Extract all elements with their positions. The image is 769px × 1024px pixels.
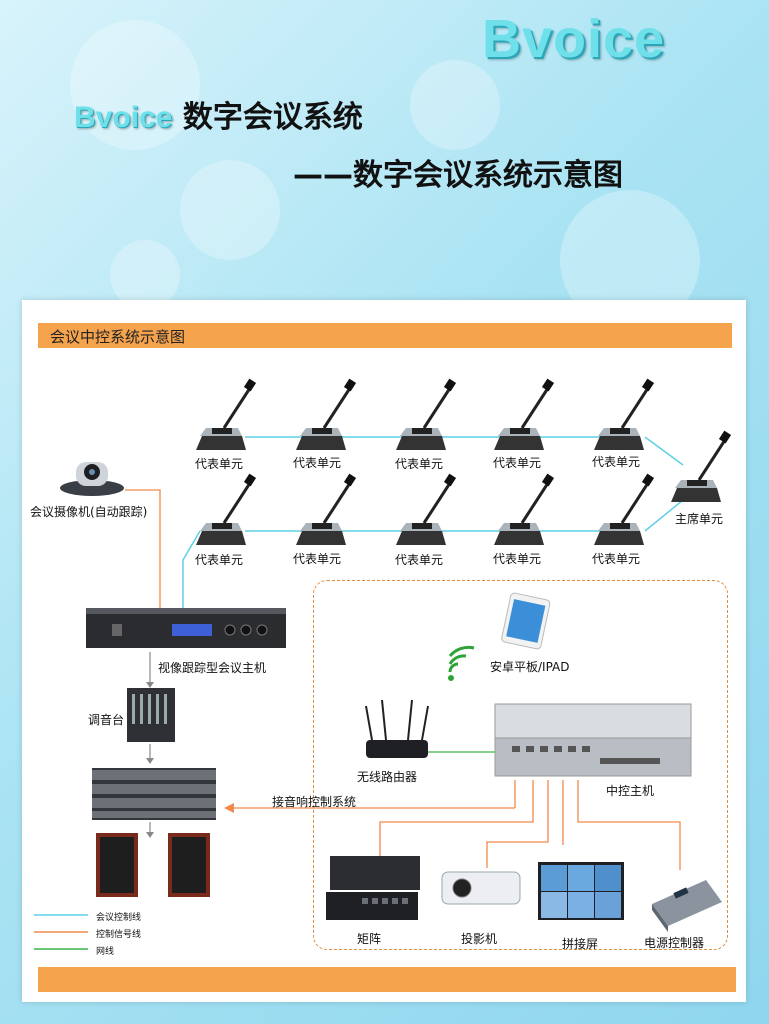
- delegate-unit-label: 代表单元: [293, 552, 342, 566]
- background-bubble: [410, 60, 500, 150]
- background-bubble: [110, 240, 180, 310]
- background-bubble: [70, 20, 200, 150]
- delegate-mics-row2: [194, 472, 656, 547]
- delegate-unit-label: 代表单元: [592, 455, 641, 469]
- control-zone-outline: [313, 580, 728, 950]
- chair-unit-label: 主席单元: [675, 512, 724, 526]
- delegate-unit-label: 代表单元: [395, 457, 444, 471]
- delegate-unit-label: 代表单元: [493, 456, 542, 470]
- amplifier-stack: [92, 768, 216, 820]
- title-main: 数字会议系统: [182, 100, 363, 135]
- control-signal-lines: [125, 489, 681, 870]
- router-label: 无线路由器: [357, 770, 418, 784]
- delegate-unit-label: 代表单元: [293, 456, 342, 470]
- matrix-label: 矩阵: [357, 932, 382, 946]
- amp-link-label: 接音响控制系统: [272, 795, 357, 809]
- section-title: 会议中控系统示意图: [50, 328, 186, 346]
- page-subtitle: ——数字会议系统示意图: [293, 158, 623, 193]
- legend-label-signal: 控制信号线: [96, 930, 142, 940]
- matrix-device: [326, 856, 420, 920]
- chair-mic: [669, 429, 733, 504]
- page-title: Bvoice 数字会议系统: [74, 92, 363, 136]
- arrow-head: [224, 803, 234, 813]
- mixer-device: [127, 688, 175, 742]
- router-device: [365, 699, 429, 758]
- host-label: 视像跟踪型会议主机: [158, 661, 267, 675]
- delegate-unit-label: 代表单元: [195, 457, 244, 471]
- camera-label: 会议摄像机(自动跟踪): [30, 505, 148, 519]
- legend-label-network: 网线: [96, 947, 115, 957]
- background-bubble: [180, 160, 280, 260]
- mixer-label: 调音台: [88, 713, 125, 727]
- legend-label-conference: 会议控制线: [96, 913, 142, 923]
- delegate-mics-row1: [194, 377, 656, 452]
- section-header-bar: 会议中控系统示意图: [38, 323, 732, 348]
- wifi-icon: [448, 645, 475, 673]
- central-control-device: [494, 703, 692, 777]
- video-wall-label: 拼接屏: [562, 937, 599, 951]
- power-controller-label: 电源控制器: [644, 936, 705, 950]
- power-controller-device: [652, 880, 722, 932]
- tablet-label: 安卓平板/IPAD: [490, 660, 570, 674]
- speaker-pair: [96, 833, 210, 897]
- projector-device: [441, 871, 521, 905]
- delegate-unit-label: 代表单元: [592, 552, 641, 566]
- delegate-unit-label: 代表单元: [395, 553, 444, 567]
- conference-host-device: [86, 608, 286, 648]
- projector-label: 投影机: [461, 932, 498, 946]
- central-control-label: 中控主机: [606, 784, 655, 798]
- footer-bar: [38, 967, 736, 992]
- title-brand: Bvoice: [74, 101, 173, 134]
- tablet-device: [501, 592, 551, 650]
- camera-device: [60, 462, 124, 496]
- video-wall-device: [538, 862, 624, 920]
- brand-logo: Bvoice: [482, 9, 666, 69]
- delegate-unit-label: 代表单元: [493, 552, 542, 566]
- delegate-unit-label: 代表单元: [195, 553, 244, 567]
